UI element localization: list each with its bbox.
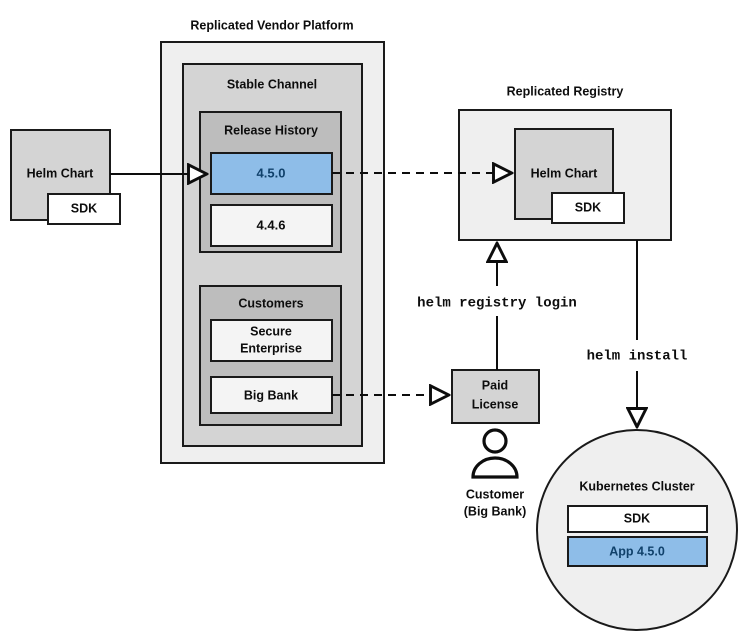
replicated-registry-title: Replicated Registry (507, 84, 624, 98)
customer-item-secure-enterprise-line2: Enterprise (240, 341, 302, 355)
stable-channel-label: Stable Channel (227, 77, 317, 91)
customer-item-big-bank-label: Big Bank (244, 388, 298, 402)
customer-actor-line1: Customer (466, 487, 524, 501)
cluster-component-app[interactable] (567, 536, 708, 567)
person-icon (471, 428, 519, 479)
customer-item-secure-enterprise-line1: Secure (250, 324, 292, 338)
customer-actor-line2: (Big Bank) (464, 504, 527, 518)
cluster-component-app-label: App 4.5.0 (609, 544, 665, 558)
command-helm-install: helm install (587, 349, 688, 365)
paid-license-box (451, 369, 540, 424)
vendor-platform-title: Replicated Vendor Platform (190, 18, 353, 32)
registry-sdk-label: SDK (575, 200, 601, 214)
cluster-component-sdk-label: SDK (624, 511, 650, 525)
command-helm-registry-login: helm registry login (417, 296, 577, 312)
release-item-4-4-6[interactable] (210, 204, 333, 247)
release-history-label: Release History (224, 123, 318, 137)
release-item-4-5-0-label: 4.5.0 (257, 165, 286, 180)
paid-license-line1: Paid (482, 378, 508, 392)
customers-label: Customers (238, 296, 303, 310)
customer-item-secure-enterprise[interactable] (210, 319, 333, 362)
source-sdk-label: SDK (71, 201, 97, 215)
registry-sdk-box (551, 192, 625, 224)
paid-license-line2: License (472, 397, 519, 411)
kubernetes-cluster-label: Kubernetes Cluster (579, 479, 694, 493)
cluster-component-sdk[interactable] (567, 505, 708, 533)
source-helm-chart-label: Helm Chart (27, 166, 95, 180)
release-item-4-4-6-label: 4.4.6 (257, 217, 286, 232)
source-sdk-box (47, 193, 121, 225)
customer-item-big-bank[interactable] (210, 376, 333, 414)
registry-helm-chart-label: Helm Chart (531, 166, 599, 180)
